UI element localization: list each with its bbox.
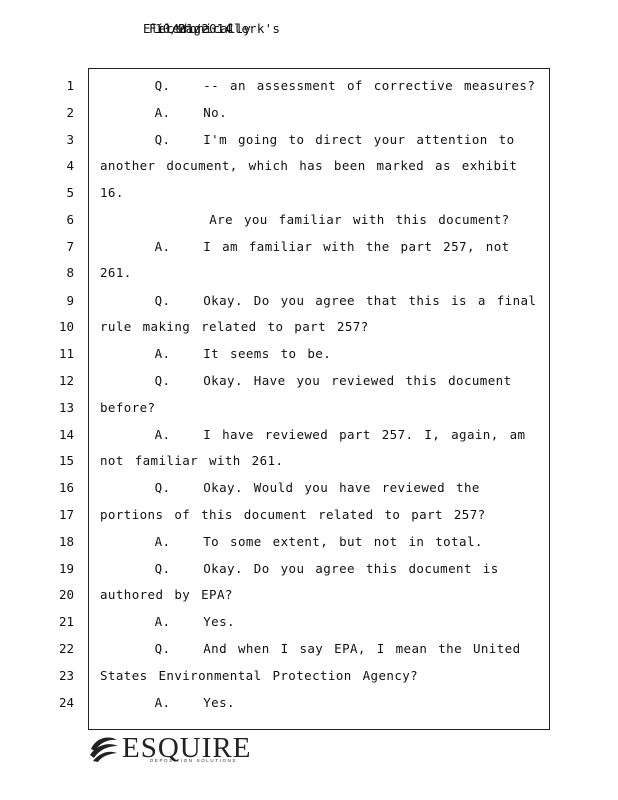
- transcript-line: Q. And when I say EPA, I mean the United: [100, 641, 521, 656]
- line-number: 18: [58, 534, 74, 549]
- logo-name: ESQUIRE: [122, 732, 252, 764]
- transcript-line: before?: [100, 400, 156, 415]
- line-number: 20: [58, 587, 74, 602]
- transcript-line: Are you familiar with this document?: [100, 212, 510, 227]
- transcript-line: Q. -- an assessment of corrective measur…: [100, 78, 536, 93]
- line-number: 1: [66, 78, 74, 93]
- transcript-line: Q. Okay. Do you agree this document is: [100, 561, 499, 576]
- transcript-line: not familiar with 261.: [100, 453, 284, 468]
- logo-swirl-icon: [90, 737, 118, 762]
- header-text-2: Filed: [149, 21, 188, 36]
- transcript-line: Q. Okay. Do you agree that this is a fin…: [100, 293, 537, 308]
- esquire-logo: ESQUIRE DEPOSITION SOLUTIONS: [88, 731, 258, 765]
- transcript-line: A. Yes.: [100, 695, 235, 710]
- line-number: 3: [66, 132, 74, 147]
- line-number: 16: [58, 480, 74, 495]
- line-number: 17: [58, 507, 74, 522]
- line-number: 15: [58, 453, 74, 468]
- transcript-line: another document, which has been marked …: [100, 158, 518, 173]
- transcript-line: 16.: [100, 185, 124, 200]
- line-number: 21: [58, 614, 74, 629]
- line-number: 6: [66, 212, 74, 227]
- line-number: 24: [58, 695, 74, 710]
- line-number: 8: [66, 265, 74, 280]
- line-number: 11: [58, 346, 74, 361]
- line-number: 2: [66, 105, 74, 120]
- transcript-line: Q. Okay. Have you reviewed this document: [100, 373, 512, 388]
- line-number: 23: [58, 668, 74, 683]
- transcript-line: A. Yes.: [100, 614, 235, 629]
- transcript-line: authored by EPA?: [100, 587, 233, 602]
- transcript-line: rule making related to part 257?: [100, 319, 369, 334]
- transcript-line: A. I have reviewed part 257. I, again, a…: [100, 427, 526, 442]
- page-header: Electronically Filed Clerk's 10/21/2014 …: [143, 21, 363, 37]
- line-number: 13: [58, 400, 74, 415]
- transcript-line: A. I am familiar with the part 257, not: [100, 239, 510, 254]
- line-number: 14: [58, 427, 74, 442]
- transcript-line: A. To some extent, but not in total.: [100, 534, 483, 549]
- line-number: 9: [66, 293, 74, 308]
- line-number: 22: [58, 641, 74, 656]
- line-number: 7: [66, 239, 74, 254]
- transcript-line: A. No.: [100, 105, 228, 120]
- line-number: 5: [66, 185, 74, 200]
- header-text-5: Page 1: [178, 21, 225, 36]
- logo-subtitle: DEPOSITION SOLUTIONS: [150, 758, 238, 763]
- transcript-line: portions of this document related to par…: [100, 507, 486, 522]
- transcript-line: 261.: [100, 265, 132, 280]
- header-text-4: 10/21/2014: [155, 21, 233, 36]
- header-text-1: Electronically: [143, 21, 252, 36]
- line-number: 12: [58, 373, 74, 388]
- transcript-line: A. It seems to be.: [100, 346, 332, 361]
- transcript-line: States Environmental Protection Agency?: [100, 668, 419, 683]
- line-number: 10: [58, 319, 74, 334]
- line-number: 19: [58, 561, 74, 576]
- header-text-3: Clerk's: [226, 21, 281, 36]
- line-number: 4: [66, 158, 74, 173]
- transcript-frame: [88, 68, 550, 730]
- transcript-line: Q. I'm going to direct your attention to: [100, 132, 515, 147]
- transcript-line: Q. Okay. Would you have reviewed the: [100, 480, 480, 495]
